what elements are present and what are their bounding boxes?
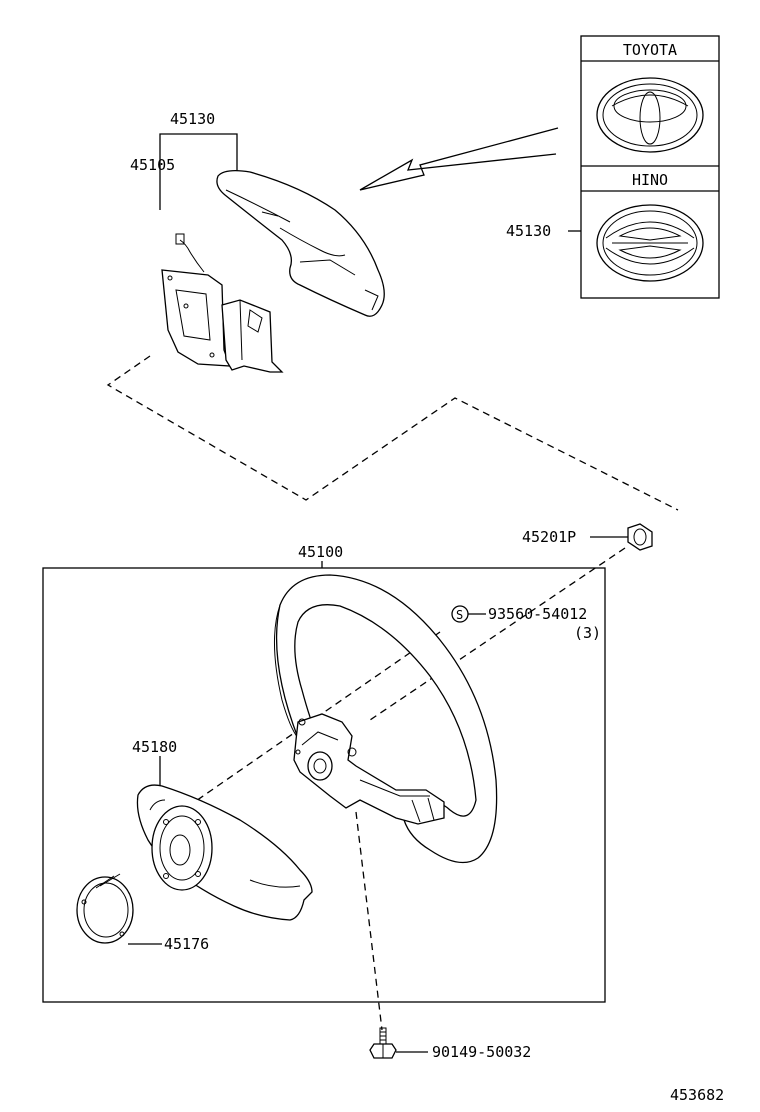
hino-emblem-icon	[596, 204, 704, 282]
wheel-assembly-box	[42, 567, 606, 1003]
nut-icon	[627, 523, 653, 551]
arrow-icon	[359, 127, 559, 191]
screw-part-number: 93560-54012	[488, 605, 587, 623]
toyota-emblem-icon	[596, 77, 704, 153]
horn-bracket-part	[161, 233, 284, 373]
hino-label: HINO	[632, 171, 668, 189]
spring-number: 45176	[164, 935, 209, 953]
bolt-number: 90149-50032	[432, 1043, 531, 1061]
emblem-option-box: TOYOTA HINO	[580, 35, 720, 299]
pad-bracket-number: 45105	[130, 156, 175, 174]
illustration-number: 453682	[670, 1086, 724, 1104]
pad-assembly-number: 45180	[132, 738, 177, 756]
wheel-assembly-number: 45100	[298, 543, 343, 561]
screw-quantity: (3)	[574, 624, 601, 642]
svg-text:S: S	[456, 608, 463, 622]
horn-cover-part	[216, 170, 385, 317]
nut-number: 45201P	[522, 528, 576, 546]
emblem-option-number: 45130	[506, 222, 551, 240]
horn-pad-part	[136, 784, 313, 921]
steering-wheel-part	[274, 574, 498, 864]
emblem-assembly-number: 45130	[170, 110, 215, 128]
screw-symbol-icon: S	[451, 605, 469, 623]
toyota-label: TOYOTA	[623, 41, 677, 59]
contact-spring-part	[76, 873, 134, 944]
bolt-icon	[369, 1027, 397, 1059]
